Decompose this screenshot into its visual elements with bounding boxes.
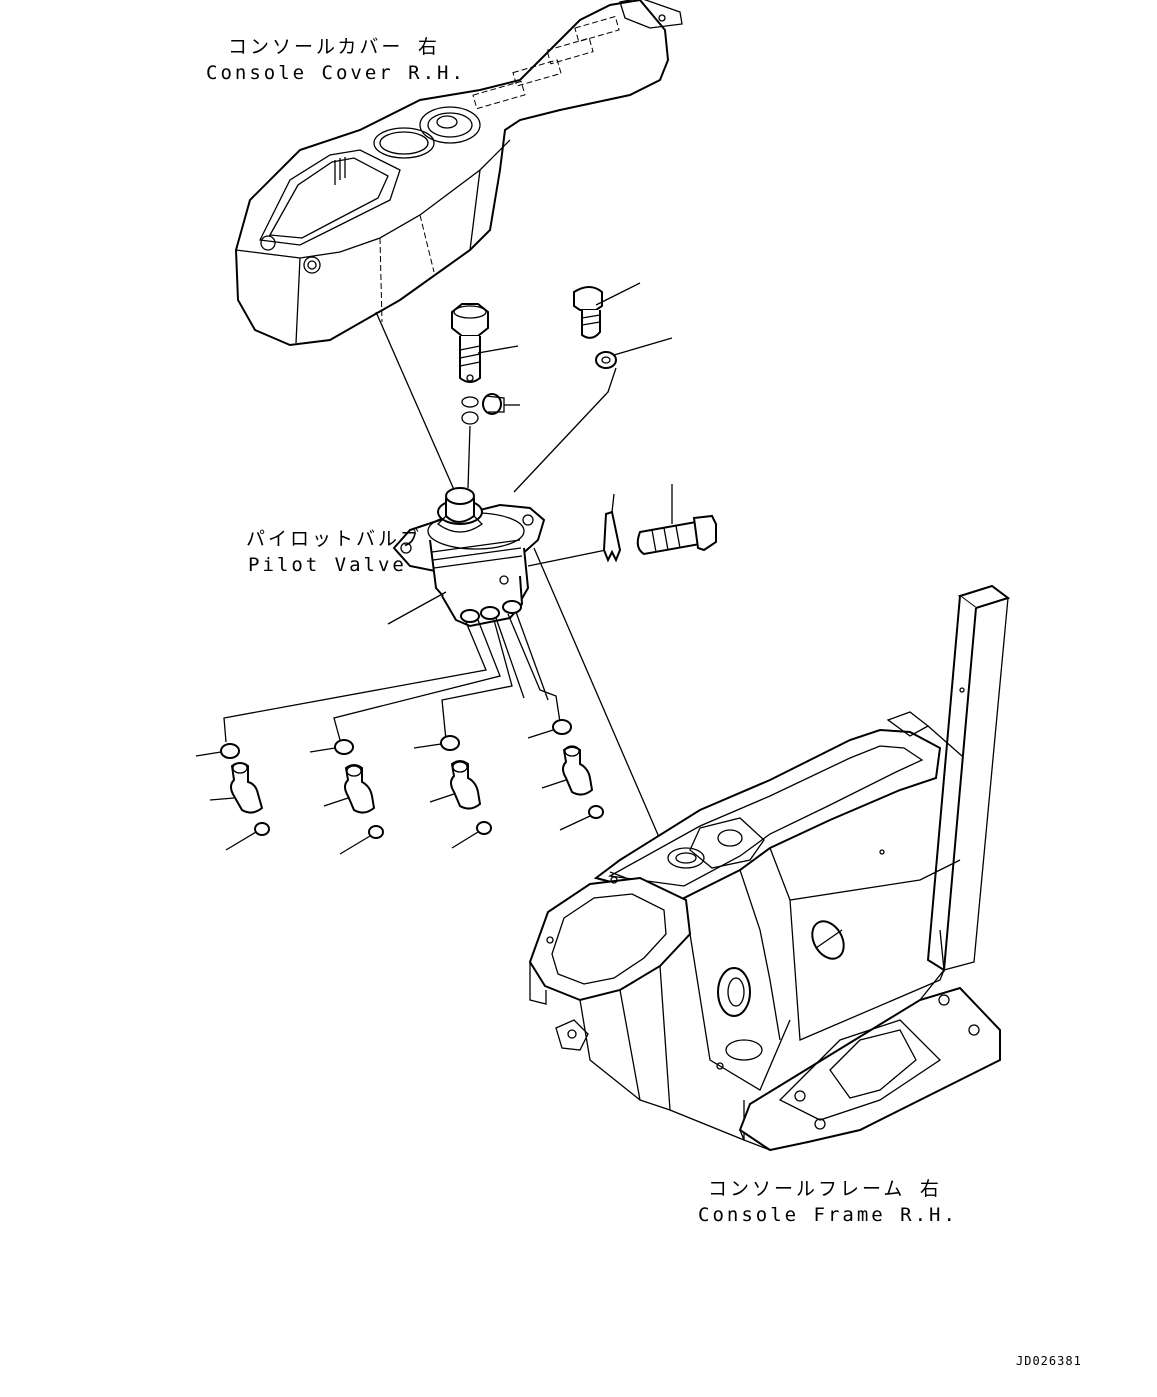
washer [596,352,616,368]
long-bolt [638,484,716,554]
console-cover [236,0,682,345]
pilot-valve-label-jp: パイロットバルブ [246,528,423,550]
fitting-set-1 [196,744,269,850]
console-frame-label-en: Console Frame R.H. [698,1204,958,1226]
pilot-valve-label-en: Pilot Valve [248,554,407,576]
fitting-set-4 [528,720,603,830]
switch-slots [473,16,619,108]
port-routing-lines [224,612,560,742]
console-frame [530,586,1008,1150]
console-cover-label-jp: コンソールカバー 右 [228,36,440,58]
drawing-code: JD026381 [1016,1354,1082,1368]
console-cover-label-en: Console Cover R.H. [206,62,466,84]
o-ring-and-plug [462,394,520,424]
pilot-valve [394,488,544,626]
fitting-set-2 [310,740,383,854]
leader-pilot-valve [388,592,446,624]
console-frame-label-jp: コンソールフレーム 右 [708,1178,942,1200]
fitting-set-3 [414,736,491,848]
hex-bolt-right [574,287,602,338]
hex-bolt-left [452,304,488,382]
clevis-pin [604,494,620,560]
